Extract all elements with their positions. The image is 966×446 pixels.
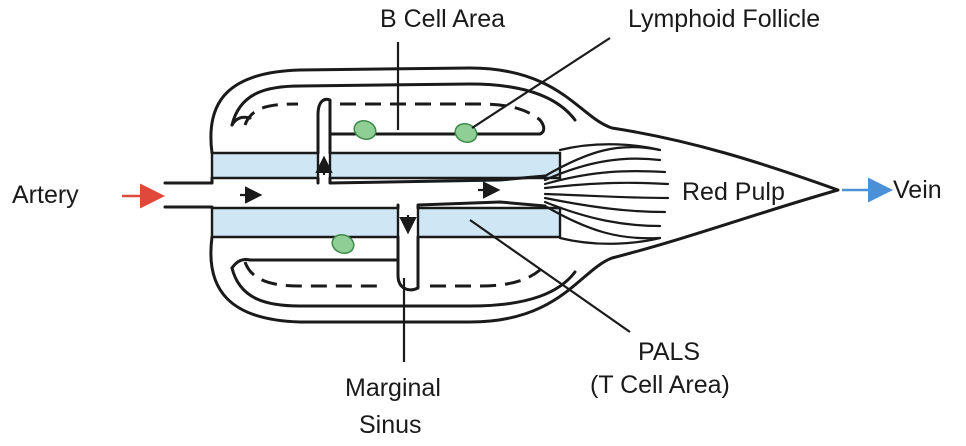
marginal-sinus-upper-right (340, 102, 541, 122)
leader-lymphoid-follicle (471, 37, 611, 129)
label-sinus: Sinus (359, 411, 422, 439)
label-artery: Artery (12, 181, 79, 209)
label-pals-t-cell-area: (T Cell Area) (590, 371, 730, 399)
follicle-boundary-upper (230, 115, 252, 127)
central-artery-wall-top (163, 174, 547, 185)
spleen-capsule (209, 66, 840, 324)
leader-pals (469, 219, 631, 333)
label-red-pulp: Red Pulp (682, 178, 785, 206)
label-marginal: Marginal (345, 374, 441, 402)
label-vein: Vein (893, 176, 942, 204)
follicle-lower (331, 233, 355, 255)
follicle-left-upper (353, 119, 377, 141)
red-pulp-sinusoids (543, 143, 670, 245)
capsule-inner-wall-upper (230, 82, 577, 127)
marginal-sinus-upper-left (243, 102, 299, 126)
capsule-inner-wall-lower (230, 266, 577, 308)
follicle-right-upper (454, 122, 478, 144)
label-lymphoid-follicle: Lymphoid Follicle (628, 5, 820, 33)
label-pals: PALS (638, 338, 700, 366)
branch-vessel-upper (316, 97, 332, 155)
follicle-boundary-upper-right (328, 118, 546, 136)
pals-sheath (210, 151, 562, 239)
label-b-cell-area: B Cell Area (380, 5, 505, 33)
pals-sheath-upper-right (328, 151, 562, 180)
central-artery-wall-bottom (163, 200, 547, 210)
pals-sheath-upper (210, 151, 320, 180)
follicle-boundary-lower (230, 258, 400, 270)
branch-vessel-lower (396, 235, 420, 292)
marginal-sinus-lower-left (243, 261, 385, 288)
marginal-sinus-lower-right (430, 268, 541, 288)
pals-sheath-lower (210, 206, 400, 239)
